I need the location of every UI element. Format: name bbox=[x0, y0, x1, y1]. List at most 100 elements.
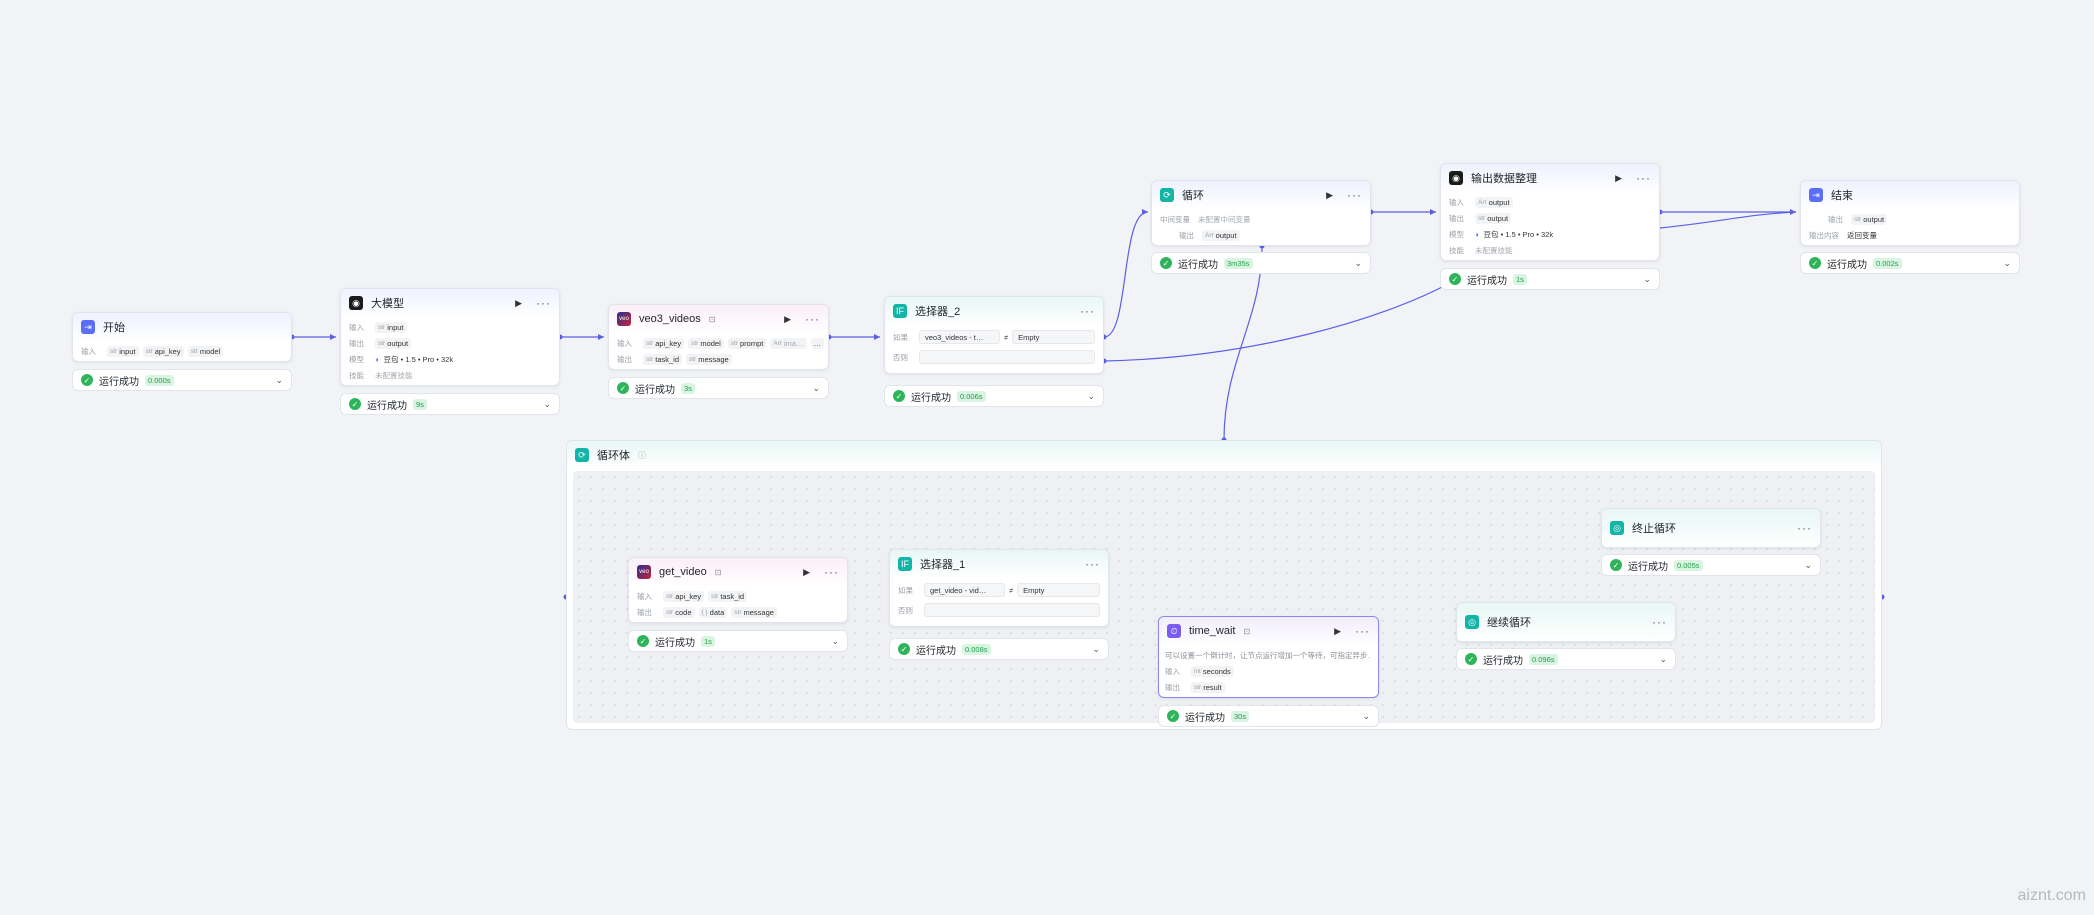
condition-row: 如果 get_video - vid… ≠ Empty bbox=[898, 580, 1100, 600]
check-icon: ✓ bbox=[1809, 257, 1821, 269]
run-button[interactable]: ▶ bbox=[803, 566, 810, 577]
info-icon[interactable]: ⓘ bbox=[638, 450, 646, 460]
status-llm[interactable]: ✓ 运行成功 9s ⌄ bbox=[340, 393, 560, 415]
node-continue-loop[interactable]: ◎ 继续循环 ··· bbox=[1456, 602, 1676, 642]
run-button[interactable]: ▶ bbox=[1326, 189, 1333, 200]
chevron-down-icon[interactable]: ⌄ bbox=[2003, 257, 2011, 268]
run-button[interactable]: ▶ bbox=[1334, 625, 1341, 636]
chevron-down-icon[interactable]: ⌄ bbox=[1087, 390, 1095, 401]
check-icon: ✓ bbox=[898, 643, 910, 655]
chevron-down-icon[interactable]: ⌄ bbox=[1362, 710, 1370, 721]
check-icon: ✓ bbox=[1610, 559, 1622, 571]
node-title: 终止循环 bbox=[1632, 523, 1676, 535]
duration-badge: 1s bbox=[1513, 273, 1527, 285]
status-get-video[interactable]: ✓ 运行成功 1s ⌄ bbox=[628, 630, 848, 652]
status-start[interactable]: ✓ 运行成功 0.000s ⌄ bbox=[72, 369, 292, 391]
plugin-tag-icon: ⊡ bbox=[708, 314, 716, 324]
chevron-down-icon[interactable]: ⌄ bbox=[1804, 559, 1812, 570]
run-button[interactable]: ▶ bbox=[1615, 172, 1622, 183]
skill-row: 技能未配置技能 bbox=[349, 370, 413, 380]
mid-var-row: 中间变量未配置中间变量 bbox=[1160, 214, 1251, 224]
stop-loop-icon: ◎ bbox=[1610, 521, 1624, 535]
more-button[interactable]: ··· bbox=[1797, 521, 1812, 535]
more-button[interactable]: ··· bbox=[1636, 171, 1651, 185]
node-title: 选择器_1 bbox=[920, 559, 966, 571]
status-selector-1[interactable]: ✓ 运行成功 0.008s ⌄ bbox=[889, 638, 1109, 660]
chevron-down-icon[interactable]: ⌄ bbox=[1092, 643, 1100, 654]
more-button[interactable]: ··· bbox=[1085, 557, 1100, 571]
loop-body-header: ⟳ 循环体 ⓘ bbox=[567, 441, 1881, 469]
node-title: get_video bbox=[659, 566, 707, 578]
status-time-wait[interactable]: ✓ 运行成功 30s ⌄ bbox=[1158, 705, 1379, 727]
veo-plugin-icon: veo bbox=[637, 565, 651, 579]
output-content-row: 输出内容返回变量 bbox=[1809, 230, 1877, 240]
doubao-icon: ◗ bbox=[1475, 229, 1480, 239]
status-continue-loop[interactable]: ✓ 运行成功 0.096s ⌄ bbox=[1456, 648, 1676, 670]
more-button[interactable]: ··· bbox=[824, 565, 839, 579]
chevron-down-icon[interactable]: ⌄ bbox=[543, 398, 551, 409]
more-button[interactable]: ··· bbox=[1347, 188, 1362, 202]
node-header: IF 选择器_1 ··· bbox=[890, 550, 1108, 578]
duration-badge: 0.096s bbox=[1529, 653, 1558, 665]
llm-icon: ◉ bbox=[349, 296, 363, 310]
node-header: ⇥ 开始 bbox=[73, 313, 291, 341]
node-selector-1[interactable]: IF 选择器_1 ··· 如果 get_video - vid… ≠ Empty… bbox=[889, 549, 1109, 627]
condition-row: 如果 veo3_videos - t… ≠ Empty bbox=[893, 327, 1095, 347]
chevron-down-icon[interactable]: ⌄ bbox=[1354, 257, 1362, 268]
chevron-down-icon[interactable]: ⌄ bbox=[1643, 273, 1651, 284]
start-icon: ⇥ bbox=[81, 320, 95, 334]
edge-formatter-end-2 bbox=[1659, 211, 1797, 229]
duration-badge: 3s bbox=[681, 382, 695, 394]
status-selector-2[interactable]: ✓ 运行成功 0.006s ⌄ bbox=[884, 385, 1104, 407]
more-button[interactable]: ··· bbox=[1355, 624, 1370, 638]
node-stop-loop[interactable]: ◎ 终止循环 ··· bbox=[1601, 508, 1821, 548]
if-icon: IF bbox=[898, 557, 912, 571]
duration-badge: 1s bbox=[701, 635, 715, 647]
status-end[interactable]: ✓ 运行成功 0.002s ⌄ bbox=[1800, 252, 2020, 274]
duration-badge: 30s bbox=[1231, 710, 1250, 722]
edge-loop-loopbody bbox=[1223, 245, 1263, 441]
chevron-down-icon[interactable]: ⌄ bbox=[275, 374, 283, 385]
status-loop[interactable]: ✓ 运行成功 3m35s ⌄ bbox=[1151, 252, 1371, 274]
else-row: 否则 bbox=[893, 347, 1095, 367]
loop-icon: ⟳ bbox=[1160, 188, 1174, 202]
check-icon: ✓ bbox=[617, 382, 629, 394]
more-button[interactable]: ··· bbox=[536, 296, 551, 310]
veo-plugin-icon: veo bbox=[617, 312, 631, 326]
chevron-down-icon[interactable]: ⌄ bbox=[812, 382, 820, 393]
chevron-down-icon[interactable]: ⌄ bbox=[1659, 653, 1667, 664]
status-stop-loop[interactable]: ✓ 运行成功 0.005s ⌄ bbox=[1601, 554, 1821, 576]
model-row: 模型◗豆包 • 1.5 • Pro • 32k bbox=[1449, 229, 1554, 239]
status-veo3[interactable]: ✓ 运行成功 3s ⌄ bbox=[608, 377, 829, 399]
check-icon: ✓ bbox=[1465, 653, 1477, 665]
status-formatter[interactable]: ✓ 运行成功 1s ⌄ bbox=[1440, 268, 1660, 290]
run-button[interactable]: ▶ bbox=[515, 297, 522, 308]
more-button[interactable]: ··· bbox=[1080, 304, 1095, 318]
check-icon: ✓ bbox=[637, 635, 649, 647]
run-button[interactable]: ▶ bbox=[784, 313, 791, 324]
node-time-wait[interactable]: ⏲ time_wait ⊡ ▶ ··· 可以设置一个倒计时，让节点运行增加一个等… bbox=[1158, 616, 1379, 698]
node-selector-2[interactable]: IF 选择器_2 ··· 如果 veo3_videos - t… ≠ Empty… bbox=[884, 296, 1104, 374]
more-button[interactable]: ··· bbox=[805, 312, 820, 326]
chevron-down-icon[interactable]: ⌄ bbox=[831, 635, 839, 646]
node-title: 开始 bbox=[103, 322, 125, 334]
check-icon: ✓ bbox=[1449, 273, 1461, 285]
node-header: ⏲ time_wait ⊡ ▶ ··· bbox=[1159, 617, 1378, 645]
plugin-tag-icon: ⊡ bbox=[714, 567, 722, 577]
more-button[interactable]: ··· bbox=[1652, 615, 1667, 629]
